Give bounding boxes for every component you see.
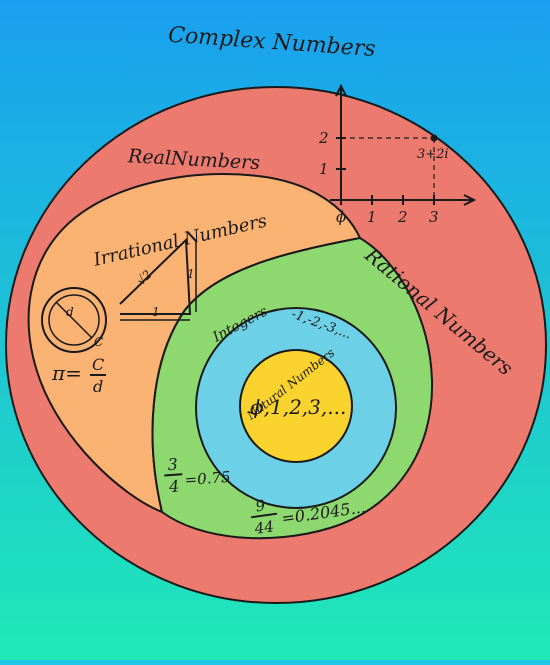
- pi-denominator: d: [93, 377, 103, 396]
- fraction2-denominator: 44: [253, 517, 275, 538]
- complex-point-marker: [430, 134, 438, 142]
- natural-numbers-examples: ϕ,1,2,3,...: [250, 395, 346, 419]
- x-axis-arrowhead: [463, 194, 477, 206]
- complex-point-label: 3+2i: [417, 147, 449, 162]
- complex-plane-graph: ϕ 1 2 3 1 2 3+2i: [318, 83, 477, 226]
- circle-diameter-sketch: d C: [41, 287, 107, 353]
- circumference-label: C: [94, 335, 103, 349]
- pi-numerator: C: [92, 355, 104, 374]
- circle-outer: [41, 287, 107, 353]
- fraction1-numerator: 3: [167, 455, 178, 475]
- x-tick-label: 3: [429, 208, 439, 226]
- triangle-side-label: 1: [187, 267, 195, 281]
- pi-lhs: π=: [51, 361, 82, 385]
- y-axis-arrowhead: [335, 83, 347, 97]
- fraction-three-quarters: 3 4 =0.75: [164, 455, 231, 497]
- pi-formula: π= C d: [51, 355, 106, 396]
- fraction1-value: =0.75: [184, 468, 231, 489]
- triangle-base-label: 1: [152, 305, 160, 319]
- x-tick-label: 2: [397, 208, 408, 226]
- diameter-line: [55, 301, 93, 339]
- x-tick-label: ϕ: [336, 208, 346, 226]
- natural-numbers-region: [239, 349, 353, 463]
- y-tick-label: 1: [319, 160, 329, 178]
- fraction2-bar: [251, 512, 278, 519]
- fraction2-numerator: 9: [254, 496, 266, 515]
- circle-inner: [48, 294, 100, 346]
- fraction1-bar: [164, 473, 183, 477]
- x-tick-label: 1: [367, 208, 377, 226]
- triangle-outline: [119, 237, 192, 315]
- y-tick-label: 2: [318, 129, 329, 147]
- fraction1-denominator: 4: [167, 477, 179, 497]
- diameter-label: d: [66, 305, 74, 319]
